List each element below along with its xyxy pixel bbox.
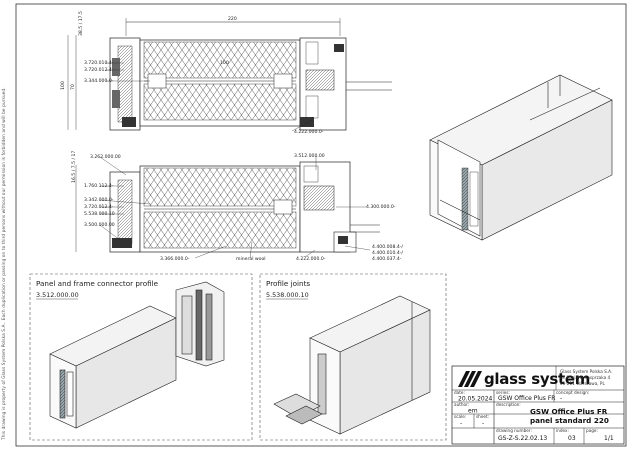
dim-left-small: 38.5 / 17.5 <box>78 11 84 36</box>
label-3720010: 3.720.010.4- <box>84 60 114 66</box>
title-block: glass system Glass System Polska S.A. ul… <box>451 365 625 445</box>
index-label: index: <box>556 428 569 433</box>
label-3500000: 3.500.000.00 <box>84 222 115 228</box>
sheet-label: sheet: <box>476 414 489 419</box>
label-3720012: 3.720.012.4- <box>84 67 114 73</box>
label-4222000b: 4.222.000.0- <box>296 256 326 262</box>
joints-code: 5.538.000.10 <box>266 291 309 299</box>
company-line-3: 01-211 Warszawa, PL <box>560 381 605 386</box>
drawing-number-label: drawing number: <box>496 428 532 433</box>
label-4400008: 4.400.008.4-/ <box>372 244 403 250</box>
panel-connector-detail: Panel and frame connector profile 3.512.… <box>29 273 253 441</box>
date-label: date: <box>454 390 465 395</box>
index-value: 03 <box>568 435 576 442</box>
label-3344000: 3.344.000.0- <box>84 78 114 84</box>
isometric-panel-view <box>429 74 613 241</box>
dim-inner: 100 <box>220 60 229 66</box>
profile-joints-detail: Profile joints 5.538.000.10 <box>259 273 447 441</box>
company-line-2: ul. Mariana Kasprzaka 4 <box>560 375 610 380</box>
series-label: series: <box>496 390 510 395</box>
drawing-number-value: GS-Z-S.22.02.13 <box>498 435 547 442</box>
label-3366000: 3.366.000.0- <box>160 256 190 262</box>
dim-height-b: 70 <box>70 84 76 90</box>
label-1760112: 1.760.112.4- <box>84 183 114 189</box>
label-4400037: 4.400.037.4- <box>372 256 402 262</box>
glass-system-logo-icon <box>458 371 482 387</box>
label-3720012b: 3.720.012.4- <box>84 204 114 210</box>
scale-label: scale: <box>454 414 466 419</box>
connector-title: Panel and frame connector profile <box>36 279 159 288</box>
concept-label: concept design: <box>556 390 589 395</box>
label-4222000: 4.222.000.0- <box>294 129 324 135</box>
joints-title: Profile joints <box>266 279 310 288</box>
page-value: 1/1 <box>604 435 614 442</box>
dim-total: 220 <box>228 16 237 22</box>
company-line-1: Glass System Polska S.A. <box>560 369 612 374</box>
label-4300000: 4.300.000.0- <box>366 204 396 210</box>
sheet-border <box>15 3 627 447</box>
scale-value: - <box>460 420 462 427</box>
author-label: author: <box>454 402 469 407</box>
author-value: em <box>468 408 478 415</box>
brand-name: glass system <box>484 370 590 388</box>
date-value: 20.05.2024 <box>458 396 493 403</box>
plan-section-top: 220 100 70 38.5 / 17.5 100 <box>60 11 392 135</box>
connector-code: 3.512.000.00 <box>36 291 79 299</box>
series-value: GSW Office Plus FR <box>498 395 555 402</box>
label-3512000: 3.512.000.00 <box>294 153 325 159</box>
description-label: description: <box>496 402 521 407</box>
label-3262000: 3.262.000.00 <box>90 154 121 160</box>
dim-small-bottom: 16.5 / 7.5 / 17 <box>71 151 77 183</box>
dim-height-a: 100 <box>60 81 66 90</box>
concept-value: - <box>560 395 562 402</box>
page-label: page: <box>586 428 598 433</box>
label-5538000: 5.538.000.10 <box>84 211 115 217</box>
label-4400010: 4.400.010.4-/ <box>372 250 403 256</box>
label-mineral-wool: mineral wool <box>236 256 266 262</box>
description-line-1: GSW Office Plus FR <box>530 407 608 416</box>
sheet-value: - <box>482 420 484 427</box>
label-3342000: 3.342.000.0- <box>84 197 114 203</box>
plan-section-bottom: 16.5 / 7.5 / 17 3.262.000.00 1.760.11 <box>71 151 403 262</box>
description-line-2: panel standard 220 <box>530 416 609 425</box>
